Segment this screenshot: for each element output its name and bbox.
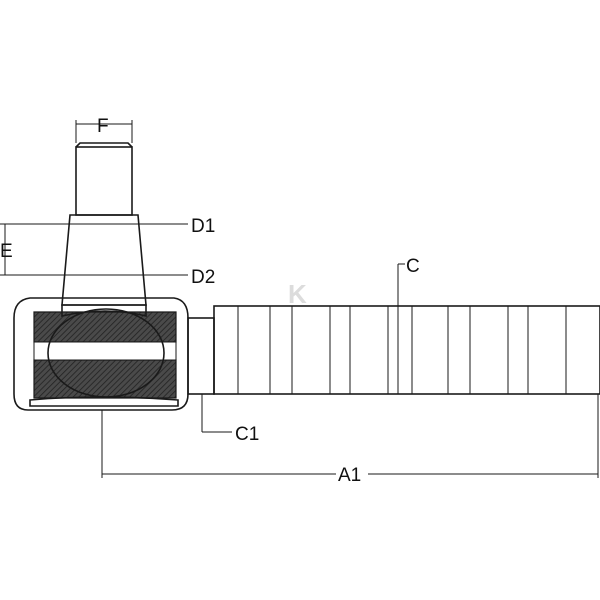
ball-joint bbox=[47, 308, 165, 398]
label-d1: D1 bbox=[191, 216, 215, 237]
dimension-a1: A1 bbox=[101, 394, 599, 486]
threaded-shank bbox=[213, 305, 600, 395]
label-c1: C1 bbox=[235, 424, 259, 445]
dimension-d1-d2-e: D1 D2 E bbox=[0, 216, 215, 288]
label-e: E bbox=[0, 241, 13, 262]
tapered-stud bbox=[61, 214, 147, 306]
watermark: K bbox=[288, 279, 307, 309]
dimension-c: C bbox=[397, 256, 420, 394]
threaded-stud bbox=[75, 142, 133, 216]
ball-socket-housing bbox=[13, 297, 189, 411]
label-c: C bbox=[406, 256, 420, 277]
label-a1: A1 bbox=[338, 465, 361, 486]
dimension-f: F bbox=[75, 116, 133, 143]
housing-neck bbox=[187, 317, 215, 395]
label-f: F bbox=[97, 116, 109, 137]
label-d2: D2 bbox=[191, 267, 215, 288]
dimension-c1: C1 bbox=[201, 394, 259, 445]
